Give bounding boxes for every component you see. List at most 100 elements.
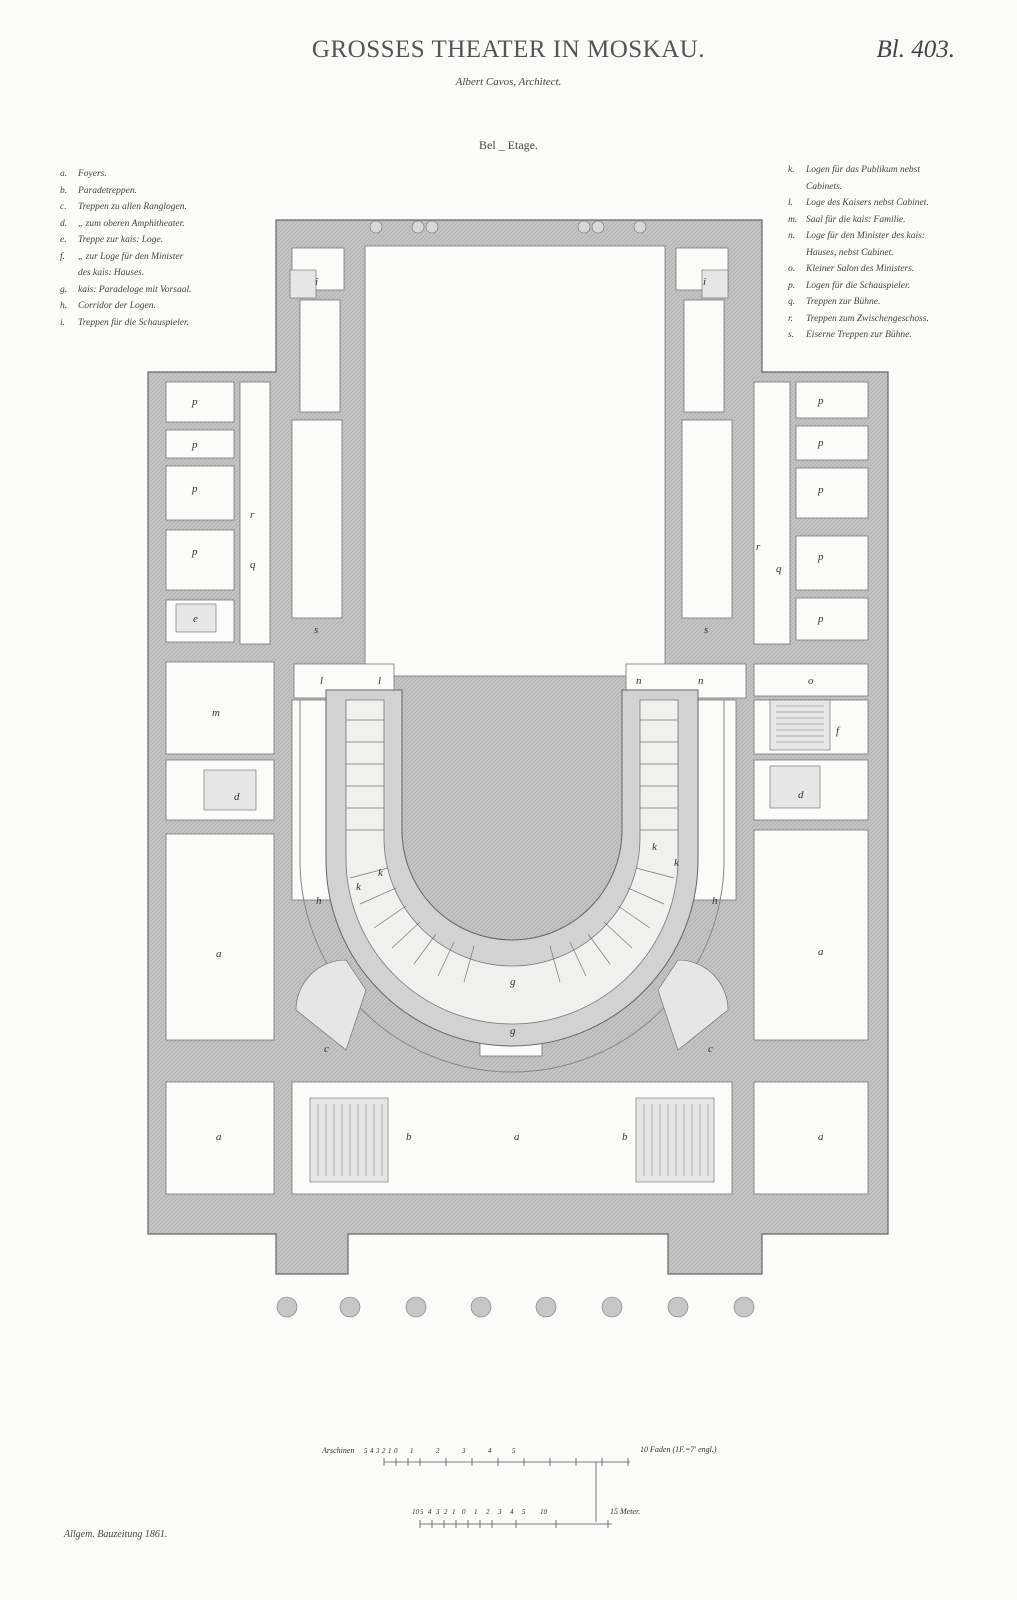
box-partitions xyxy=(346,719,678,983)
scale-tick-label: 2 xyxy=(486,1508,490,1516)
legend-key: d. xyxy=(60,218,68,229)
scale-bars xyxy=(383,1458,630,1528)
legend-right-entry: l. Loge des Kaisers nebst Cabinet. xyxy=(788,195,929,212)
label-p: p xyxy=(817,484,824,496)
legend-key: q. xyxy=(788,297,796,307)
stair-treads xyxy=(317,705,824,1176)
scale-tick-label: 10 xyxy=(412,1508,420,1516)
label-d: d xyxy=(798,789,804,801)
legend-left-entry: d. „ zum oberen Amphitheater. xyxy=(60,216,191,233)
top-columns xyxy=(369,220,647,234)
scale-tick-label: 0 xyxy=(462,1508,466,1516)
legend-left-entry: des kais: Hauses. xyxy=(60,265,191,282)
label-r: r xyxy=(250,509,255,521)
scale-tick-label: 4 xyxy=(488,1447,492,1455)
legend-right-entry: m. Saal für die kais: Familie. xyxy=(788,212,929,229)
legend-key: l. xyxy=(788,198,794,208)
legend-text: Treppen für die Schauspieler. xyxy=(78,317,189,328)
label-k: k xyxy=(378,867,384,879)
label-p: p xyxy=(191,483,198,495)
label-s: s xyxy=(704,624,708,636)
legend-left-entry: a.Foyers. xyxy=(60,166,191,183)
legend-key: p. xyxy=(788,280,796,291)
legend-key: r. xyxy=(788,313,794,324)
label-o: o xyxy=(808,675,814,687)
legend-right-entry: Hauses, nebst Cabinet. xyxy=(788,245,929,262)
legend-right-entry: r.Treppen zum Zwischengeschoss. xyxy=(788,311,929,328)
label-e: e xyxy=(193,613,198,625)
legend-text: Saal für die kais: Familie. xyxy=(806,214,906,225)
legend-right-entry: k.Logen für das Publikum nebst xyxy=(788,162,929,179)
legend-key: o. xyxy=(788,264,796,274)
scale-tick-label: 2 xyxy=(436,1447,440,1455)
legend-text: Kleiner Salon des Ministers. xyxy=(806,264,915,274)
legend-left: a.Foyers.b.Paradetreppen.c.Treppen zu al… xyxy=(60,166,191,331)
legend-key: m. xyxy=(788,214,798,225)
label-h: h xyxy=(712,895,718,907)
label-d: d xyxy=(234,791,240,803)
label-f: f xyxy=(836,725,841,737)
label-a: a xyxy=(216,1131,222,1143)
label-q: q xyxy=(250,559,256,571)
legend-text: „ zum oberen Amphitheater. xyxy=(78,218,185,229)
scale-tick-label: 5 xyxy=(420,1508,424,1516)
scale-tick-label: 0 xyxy=(394,1447,398,1455)
scale-tick-label: 1 xyxy=(410,1447,414,1455)
label-g: g xyxy=(510,1025,516,1037)
scale-tick-label: 3 xyxy=(375,1447,380,1455)
scale-tick-label: 4 xyxy=(510,1508,514,1516)
legend-key: i. xyxy=(60,317,66,328)
legend-left-entry: b.Paradetreppen. xyxy=(60,183,191,200)
label-l: l xyxy=(320,675,323,687)
legend-key: g. xyxy=(60,284,68,295)
scale-tick-label: 2 xyxy=(444,1508,448,1516)
label-k: k xyxy=(674,857,680,869)
scale-tick-label: 5 xyxy=(364,1447,368,1455)
scale-faden-label: 10 Faden (1F.=7' engl.) xyxy=(640,1445,717,1454)
legend-text: des kais: Hauses. xyxy=(78,268,145,278)
label-r: r xyxy=(756,541,761,553)
scale-meter-label: 15 Meter. xyxy=(610,1507,640,1516)
legend-text: „ zur Loge für den Minister xyxy=(78,251,184,262)
architect-credit: Albert Cavos, Architect. xyxy=(455,76,562,88)
label-p: p xyxy=(191,396,198,408)
legend-text: Eiserne Treppen zur Bühne. xyxy=(806,330,912,340)
plate-title: GROSSES THEATER IN MOSKAU. xyxy=(311,36,706,63)
legend-text: Loge des Kaisers nebst Cabinet. xyxy=(806,198,929,208)
legend-text: Corridor der Logen. xyxy=(78,301,156,311)
legend-key: h. xyxy=(60,301,68,311)
label-p: p xyxy=(817,437,824,449)
legend-text: Loge für den Minister des kais: xyxy=(806,231,926,241)
legend-left-entry: c.Treppen zu allen Ranglogen. xyxy=(60,199,191,216)
legend-left-entry: h. Corridor der Logen. xyxy=(60,298,191,315)
scale-tick-label: 3 xyxy=(435,1508,440,1516)
label-c: c xyxy=(324,1043,329,1055)
label-s: s xyxy=(314,624,318,636)
scale-tick-label: 4 xyxy=(428,1508,432,1516)
legend-right-entry: q. Treppen zur Bühne. xyxy=(788,294,929,311)
stage-area xyxy=(364,245,666,677)
scale-tick-label: 4 xyxy=(370,1447,374,1455)
plate-number: Bl. 403. xyxy=(876,36,955,63)
scale-tick-label: 5 xyxy=(522,1508,526,1516)
scale-tick-label: 3 xyxy=(497,1508,502,1516)
legend-right-entry: p. Logen für die Schauspieler. xyxy=(788,278,929,295)
legend-right-entry: s. Eiserne Treppen zur Bühne. xyxy=(788,327,929,344)
legend-key: b. xyxy=(60,185,68,196)
label-a: a xyxy=(514,1131,520,1143)
legend-text: Logen für das Publikum nebst xyxy=(806,165,920,175)
legend-text: Logen für die Schauspieler. xyxy=(806,280,910,291)
legend-text: kais: Paradeloge mit Vorsaal. xyxy=(78,284,192,295)
legend-key: n. xyxy=(788,231,796,241)
scale-arschinen-label: Arschinen xyxy=(321,1446,354,1455)
label-b: b xyxy=(406,1131,412,1143)
auditorium xyxy=(299,689,725,1073)
legend-key: c. xyxy=(60,202,67,212)
legend-text: Treppen zur Bühne. xyxy=(806,297,881,307)
label-c: c xyxy=(708,1043,713,1055)
legend-key: s. xyxy=(788,330,795,340)
label-a: a xyxy=(818,1131,824,1143)
legend-left-entry: e.Treppe zur kais: Loge. xyxy=(60,232,191,249)
